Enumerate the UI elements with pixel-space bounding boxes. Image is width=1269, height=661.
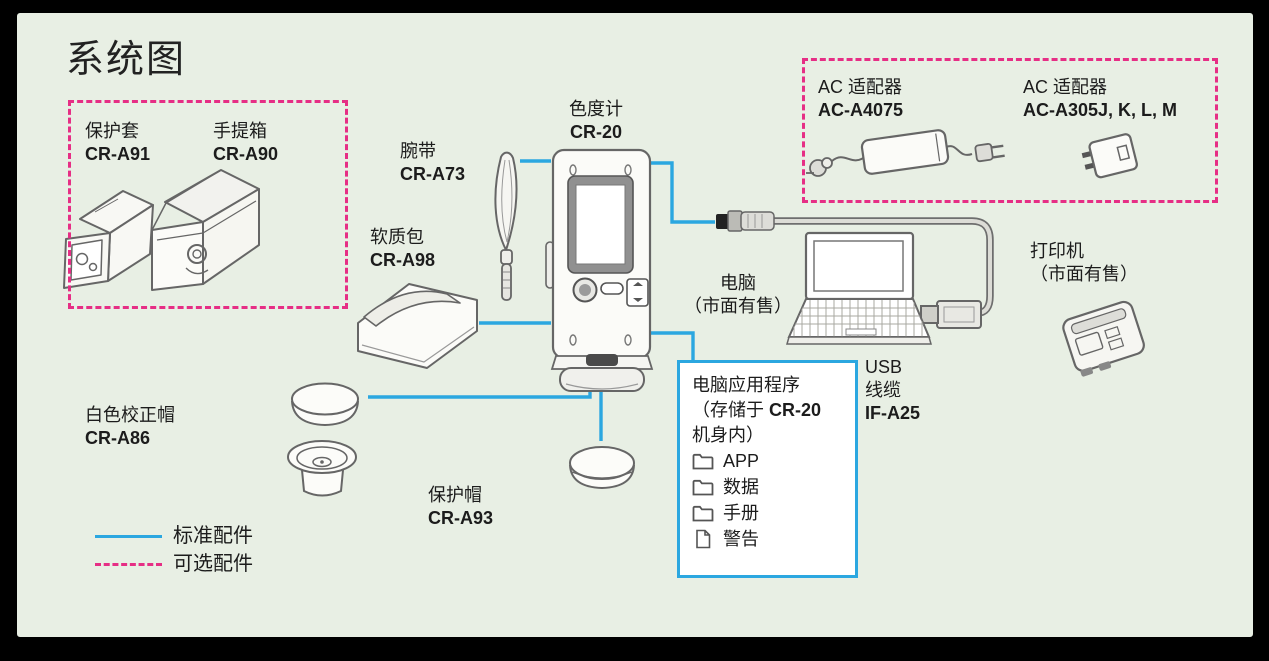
label-soft-case: 软质包 CR-A98 — [370, 226, 435, 272]
colorimeter-name: 色度计 — [569, 99, 623, 119]
app-item-warning: 警告 — [692, 526, 847, 552]
protective-sleeve-name: 保护套 — [85, 121, 139, 141]
printer-note: （市面有售） — [1030, 264, 1138, 284]
carrying-case-name: 手提箱 — [213, 121, 267, 141]
label-colorimeter: 色度计 CR-20 — [540, 98, 652, 144]
app-item-data: 数据 — [692, 474, 847, 500]
app-item-label: 警告 — [723, 528, 759, 549]
soft-case-code: CR-A98 — [370, 250, 436, 270]
optional-box-ac-adapters — [802, 58, 1218, 203]
app-box-subtitle-suffix: 机身内） — [692, 425, 764, 445]
colorimeter-code: CR-20 — [569, 122, 622, 142]
protective-cap-code: CR-A93 — [428, 508, 494, 528]
usb-cable-code: IF-A25 — [865, 403, 921, 423]
label-protective-sleeve: 保护套 CR-A91 — [85, 120, 150, 166]
legend-optional-line-sample — [95, 563, 162, 566]
page-title: 系统图 — [66, 39, 187, 81]
label-white-calibration-cap: 白色校正帽 CR-A86 — [85, 404, 175, 450]
carrying-case-code: CR-A90 — [213, 144, 279, 164]
label-printer: 打印机 （市面有售） — [1030, 240, 1138, 286]
soft-case-name: 软质包 — [370, 227, 424, 247]
ac-adapter-a305-code: AC-A305J, K, L, M — [1023, 100, 1178, 120]
label-ac-adapter-a305: AC 适配器 AC-A305J, K, L, M — [1023, 76, 1177, 122]
app-box-subtitle-prefix: （存储于 — [692, 400, 770, 420]
label-usb-cable: USB 线缆 IF-A25 — [865, 356, 920, 425]
app-box-subtitle-model: CR-20 — [769, 400, 822, 420]
ac-adapter-a4075-code: AC-A4075 — [818, 100, 904, 120]
legend-standard-line-sample — [95, 535, 162, 538]
computer-note: （市面有售） — [684, 296, 792, 316]
legend-standard-label: 标准配件 — [173, 525, 253, 547]
protective-cap-name: 保护帽 — [428, 485, 482, 505]
label-carrying-case: 手提箱 CR-A90 — [213, 120, 278, 166]
usb-cable-line1: USB — [865, 357, 903, 377]
usb-cable-line2: 线缆 — [865, 380, 901, 400]
white-calibration-cap-name: 白色校正帽 — [85, 405, 175, 425]
label-ac-adapter-a4075: AC 适配器 AC-A4075 — [818, 76, 903, 122]
label-protective-cap: 保护帽 CR-A93 — [428, 484, 493, 530]
folder-icon — [692, 479, 714, 496]
label-computer: 电脑 （市面有售） — [672, 272, 804, 318]
white-calibration-cap-code: CR-A86 — [85, 428, 151, 448]
folder-icon — [692, 505, 714, 522]
app-item-manual: 手册 — [692, 500, 847, 526]
app-box-title: 电脑应用程序 — [692, 375, 800, 395]
wrist-strap-code: CR-A73 — [400, 164, 466, 184]
legend-optional-label: 可选配件 — [173, 553, 253, 575]
app-item-label: 数据 — [723, 476, 759, 497]
protective-sleeve-code: CR-A91 — [85, 144, 151, 164]
app-box-subtitle: （存储于 CR-20 — [692, 398, 847, 423]
folder-icon — [692, 453, 714, 470]
app-item-app: APP — [692, 448, 847, 474]
ac-adapter-a305-name: AC 适配器 — [1023, 77, 1108, 97]
pc-application-box: 电脑应用程序 （存储于 CR-20 机身内） APP 数据 手册 警告 — [677, 360, 858, 578]
app-item-label: 手册 — [723, 502, 759, 523]
document-icon — [696, 529, 711, 549]
wrist-strap-name: 腕带 — [400, 141, 436, 161]
ac-adapter-a4075-name: AC 适配器 — [818, 77, 903, 97]
optional-box-cases — [68, 100, 348, 309]
label-wrist-strap: 腕带 CR-A73 — [400, 140, 465, 186]
app-item-label: APP — [723, 450, 760, 471]
printer-name: 打印机 — [1030, 241, 1084, 261]
computer-name: 电脑 — [720, 273, 756, 293]
